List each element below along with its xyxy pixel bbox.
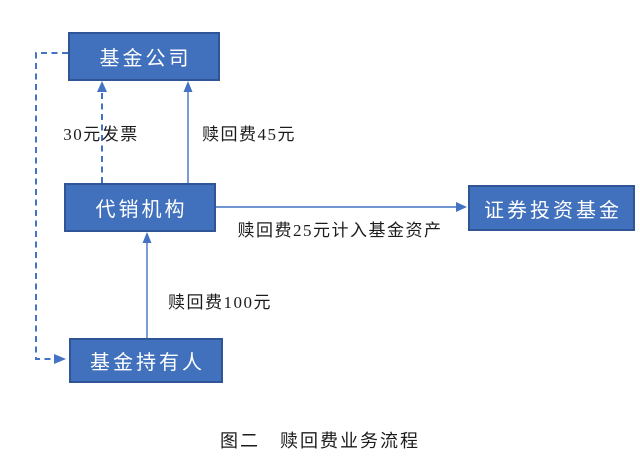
arrowhead-up-fee100: [142, 232, 152, 243]
node-fund-company: 基金公司: [68, 32, 220, 81]
edge-label-fee25: 赎回费25元计入基金资产: [237, 221, 443, 240]
node-securities-fund: 证券投资基金: [468, 185, 635, 231]
edge-label-fee100: 赎回费100元: [168, 293, 272, 312]
arrowhead-up-invoice: [97, 81, 107, 92]
arrowhead-up-fee45: [183, 81, 193, 92]
edge-fund-company-to-holder-dashed: [35, 52, 68, 360]
arrowhead-right-fee25: [456, 202, 467, 212]
edge-label-fee45: 赎回费45元: [202, 125, 296, 144]
edge-label-invoice: 30元发票: [63, 125, 139, 144]
figure-caption: 图二 赎回费业务流程: [220, 431, 420, 451]
node-holder: 基金持有人: [69, 338, 223, 383]
arrowhead-right-holder: [54, 354, 66, 364]
node-agency: 代销机构: [64, 183, 216, 232]
